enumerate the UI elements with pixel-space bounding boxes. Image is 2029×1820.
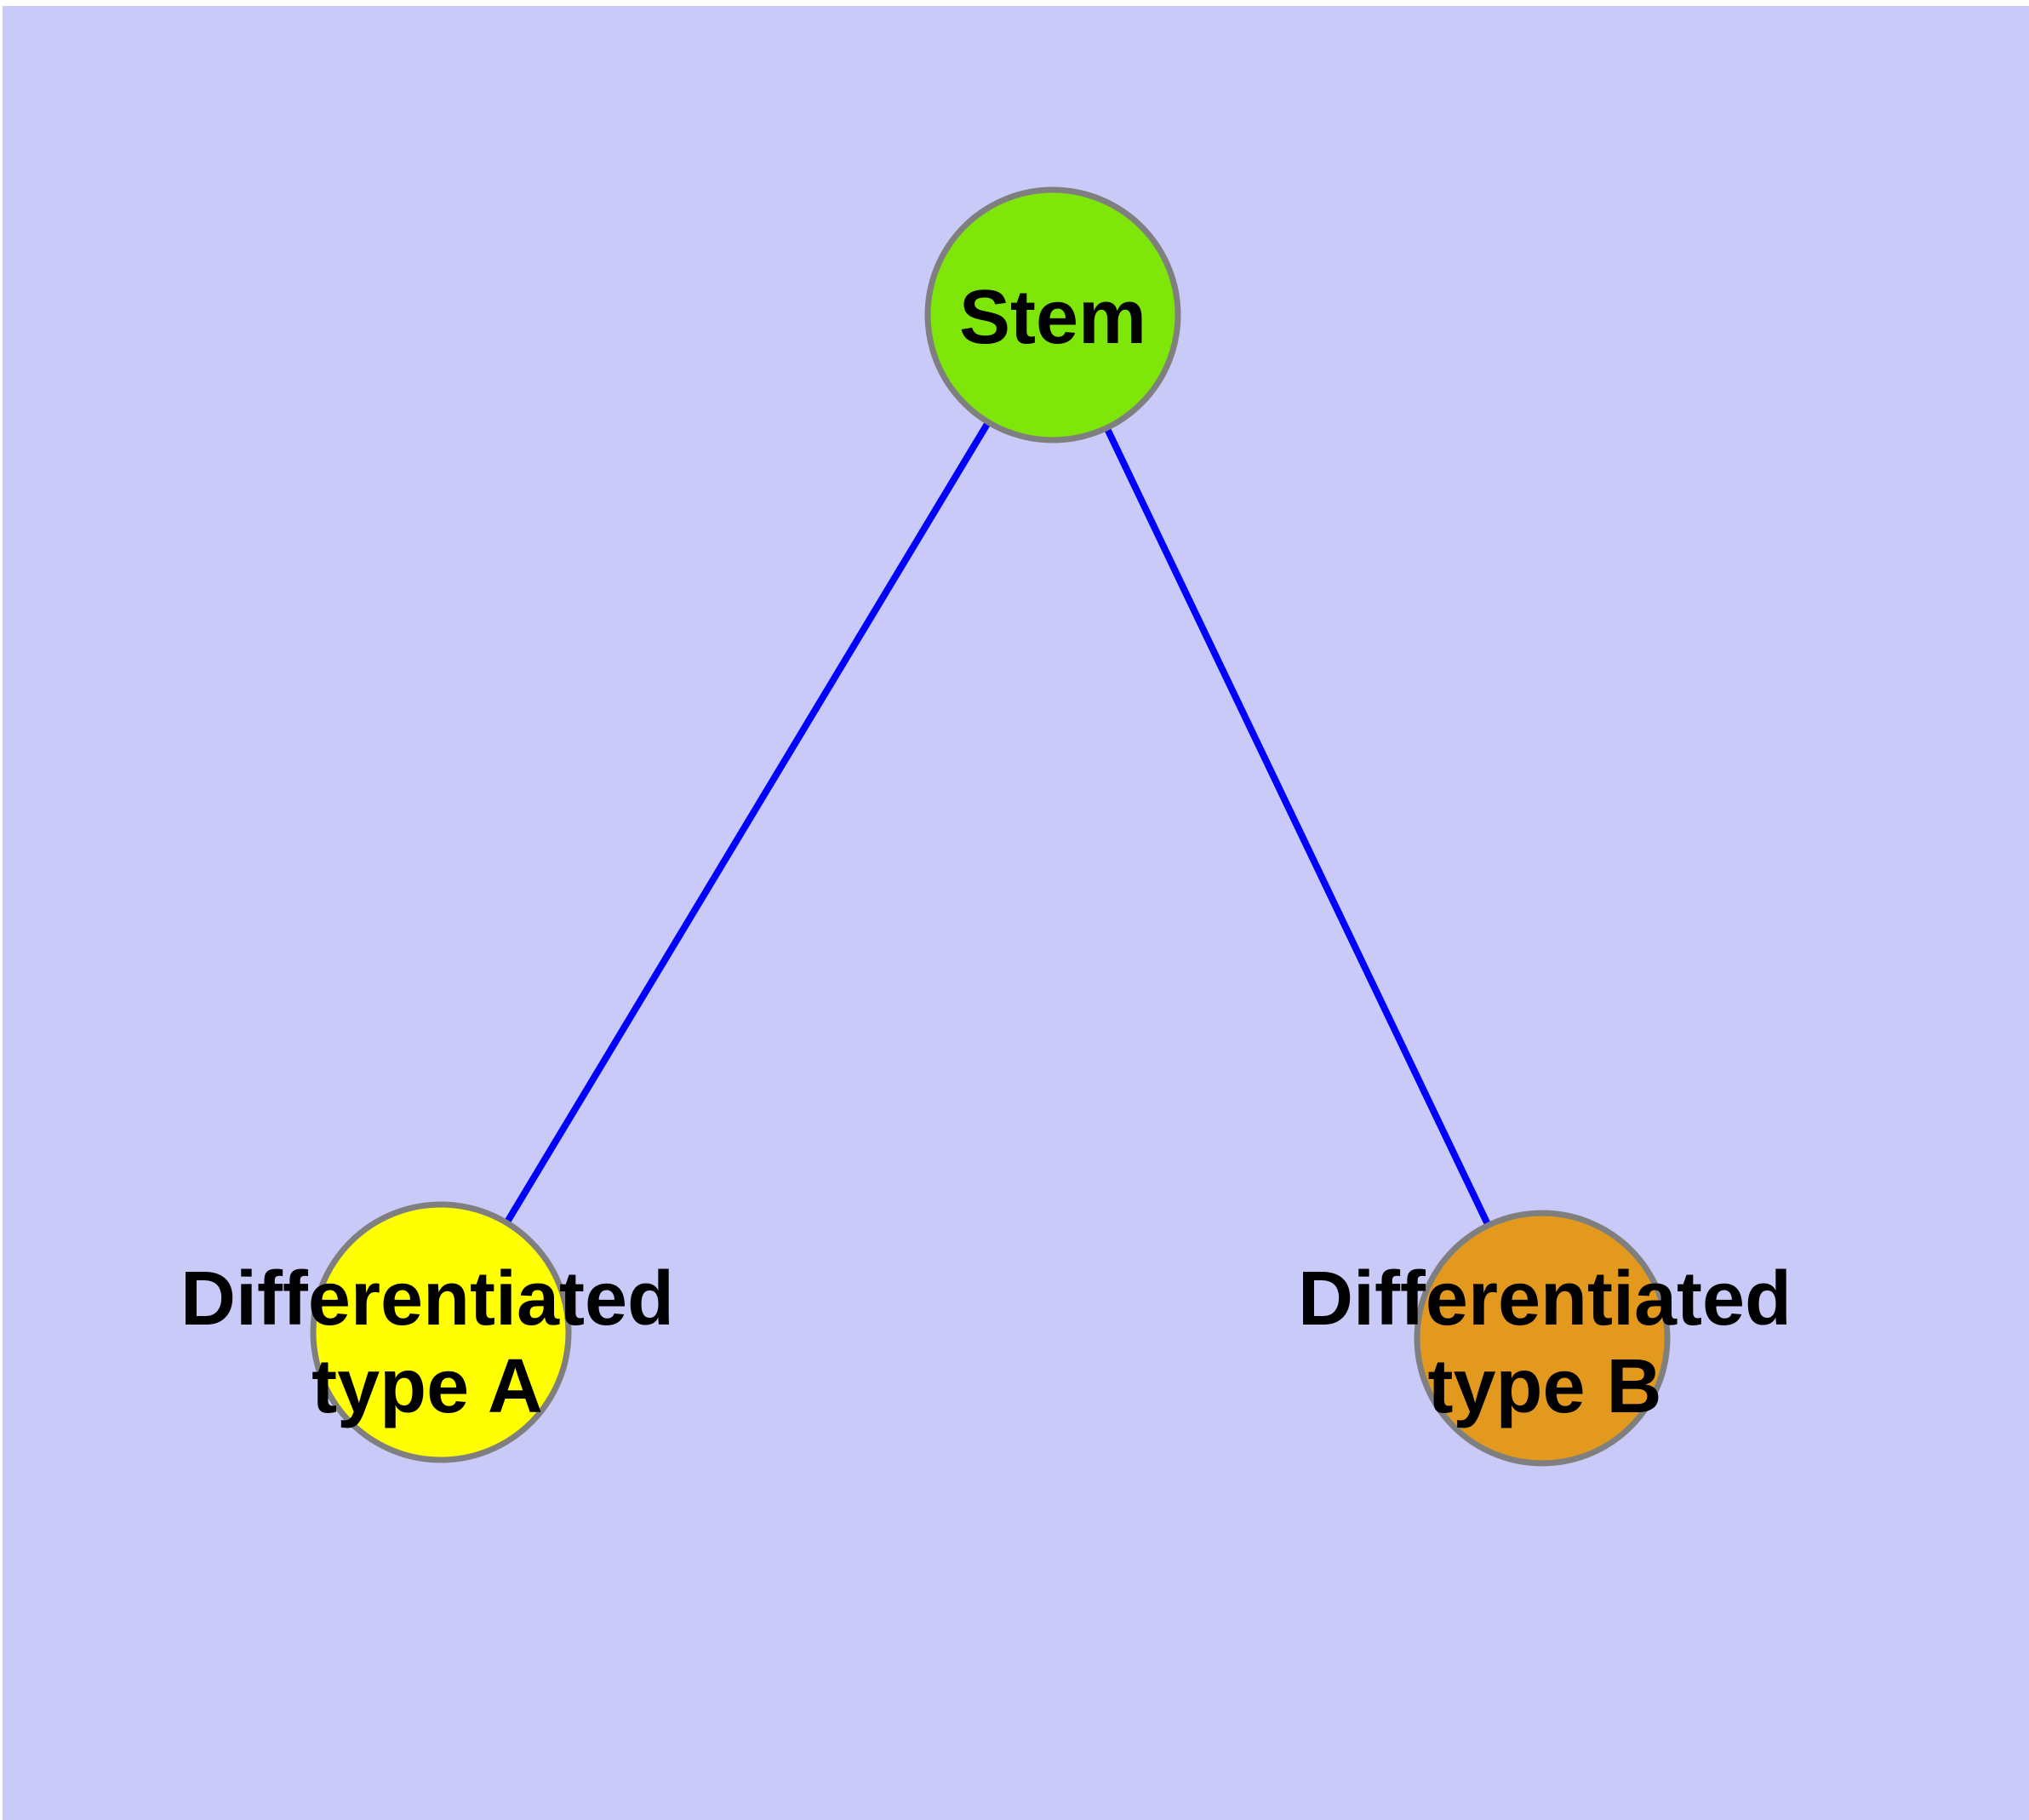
node-stem[interactable]: Stem: [924, 186, 1181, 444]
edge-stem-to-type-a[interactable]: [437, 312, 1056, 1335]
node-stem-circle[interactable]: [924, 186, 1181, 444]
node-differentiated-type-b-label-line2: type B: [1427, 1344, 1661, 1429]
node-differentiated-type-a-circle[interactable]: [310, 1201, 572, 1463]
node-differentiated-type-a[interactable]: Differentiated type A: [180, 1201, 674, 1463]
node-differentiated-type-a-label-line2: type A: [311, 1344, 543, 1429]
edge-stem-to-type-b[interactable]: [1049, 313, 1546, 1340]
node-differentiated-type-b-circle[interactable]: [1414, 1210, 1671, 1467]
node-differentiated-type-b[interactable]: Differentiated type B: [1298, 1210, 1792, 1467]
node-differentiated-type-b-label-line1: Differentiated: [1298, 1256, 1792, 1342]
node-stem-label: Stem: [959, 275, 1146, 360]
node-differentiated-type-a-label-line1: Differentiated: [180, 1256, 674, 1342]
